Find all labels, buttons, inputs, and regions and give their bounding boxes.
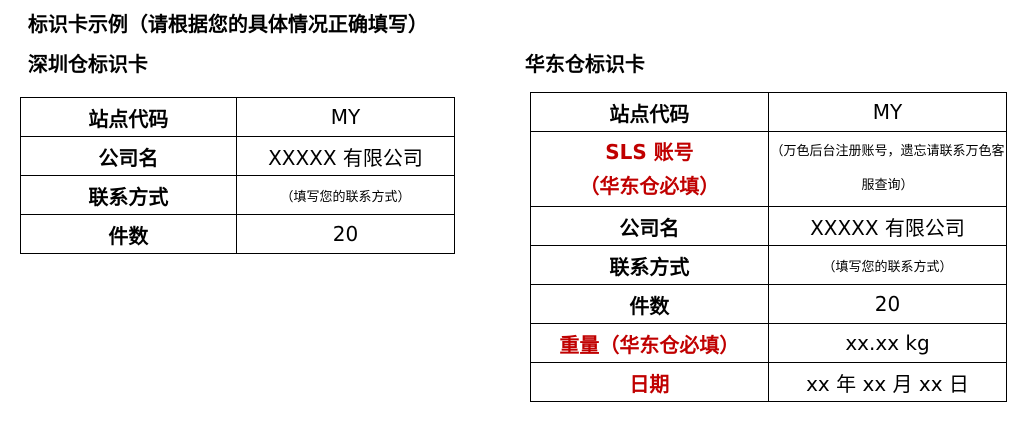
package-count-label: 件数 bbox=[530, 284, 769, 324]
sls-account-label-line2: （华东仓必填） bbox=[579, 174, 720, 198]
company-name-label: 公司名 bbox=[20, 136, 237, 176]
site-code-label: 站点代码 bbox=[20, 97, 237, 137]
shenzhen-card-title: 深圳仓标识卡 bbox=[28, 52, 148, 76]
contact-label: 联系方式 bbox=[20, 175, 237, 215]
contact-value: （填写您的联系方式） bbox=[236, 175, 455, 215]
shenzhen-label-card-table: 站点代码 MY 公司名 XXXXX 有限公司 联系方式 （填写您的联系方式） 件… bbox=[20, 97, 455, 254]
weight-value: xx.xx kg bbox=[768, 323, 1007, 363]
package-count-label: 件数 bbox=[20, 214, 237, 254]
east-china-card-title: 华东仓标识卡 bbox=[525, 52, 645, 76]
contact-label: 联系方式 bbox=[530, 245, 769, 285]
site-code-label: 站点代码 bbox=[530, 92, 769, 132]
east-china-label-card-table: 站点代码 MY SLS 账号 （华东仓必填） （万色后台注册账号，遗忘请联系万色… bbox=[530, 92, 1007, 402]
table-row: 站点代码 MY bbox=[20, 97, 455, 137]
page-heading: 标识卡示例（请根据您的具体情况正确填写） bbox=[28, 12, 428, 36]
sls-account-label: SLS 账号 （华东仓必填） bbox=[530, 131, 769, 207]
date-value: xx 年 xx 月 xx 日 bbox=[768, 362, 1007, 402]
table-row: 件数 20 bbox=[530, 284, 1007, 324]
contact-value: （填写您的联系方式） bbox=[768, 245, 1007, 285]
date-label: 日期 bbox=[530, 362, 769, 402]
sls-account-label-line1: SLS 账号 bbox=[605, 140, 694, 164]
table-row: 重量（华东仓必填） xx.xx kg bbox=[530, 323, 1007, 363]
site-code-value: MY bbox=[236, 97, 455, 137]
table-row: SLS 账号 （华东仓必填） （万色后台注册账号，遗忘请联系万色客服查询） bbox=[530, 131, 1007, 207]
company-name-value: XXXXX 有限公司 bbox=[768, 206, 1007, 246]
table-row: 公司名 XXXXX 有限公司 bbox=[530, 206, 1007, 246]
table-row: 联系方式 （填写您的联系方式） bbox=[20, 175, 455, 215]
table-row: 日期 xx 年 xx 月 xx 日 bbox=[530, 362, 1007, 402]
package-count-value: 20 bbox=[236, 214, 455, 254]
sls-account-value: （万色后台注册账号，遗忘请联系万色客服查询） bbox=[768, 131, 1007, 207]
table-row: 公司名 XXXXX 有限公司 bbox=[20, 136, 455, 176]
weight-label: 重量（华东仓必填） bbox=[530, 323, 769, 363]
company-name-label: 公司名 bbox=[530, 206, 769, 246]
table-row: 件数 20 bbox=[20, 214, 455, 254]
package-count-value: 20 bbox=[768, 284, 1007, 324]
site-code-value: MY bbox=[768, 92, 1007, 132]
table-row: 联系方式 （填写您的联系方式） bbox=[530, 245, 1007, 285]
table-row: 站点代码 MY bbox=[530, 92, 1007, 132]
company-name-value: XXXXX 有限公司 bbox=[236, 136, 455, 176]
